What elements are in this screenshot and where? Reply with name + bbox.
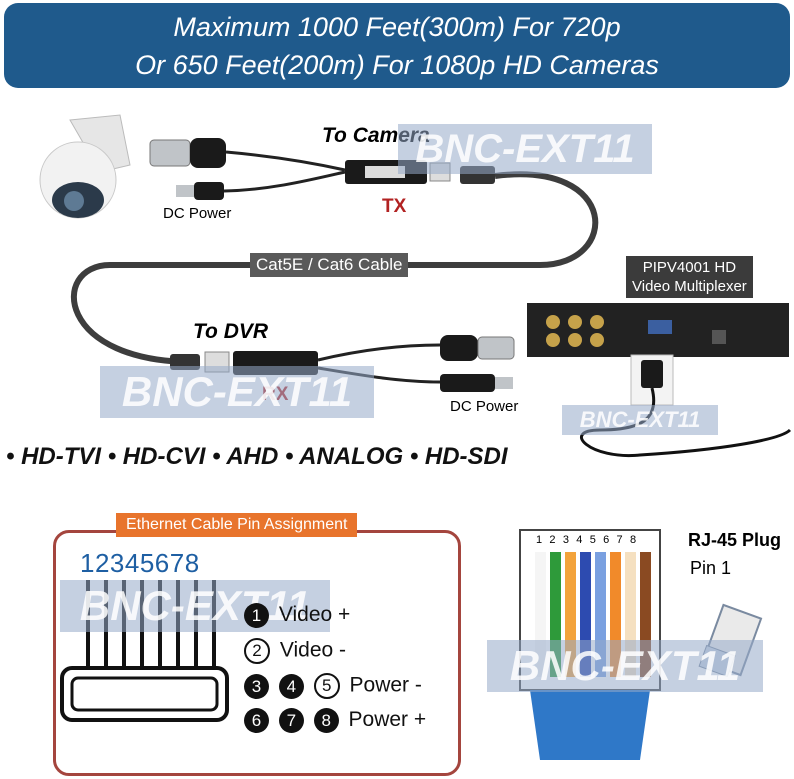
dc-power-top-label: DC Power [163,205,232,222]
dc-power-bottom-label: DC Power [450,398,519,415]
pin-circle: 6 [244,708,269,733]
pin-row-label: Power + [348,708,427,732]
multiplexer-label: PIPV4001 HD Video Multiplexer [626,256,753,298]
tx-label: TX [382,196,407,217]
pin-circle: 8 [313,708,339,733]
multiplexer-label-line-1: PIPV4001 HD [642,259,737,276]
watermark-3: BNC-EXT11 [562,405,718,435]
pin-circle: 3 [244,673,269,699]
pin-numbers: 12345678 [80,548,200,578]
banner-line-1: Maximum 1000 Feet(300m) For 720p [173,12,621,42]
pin-circle: 7 [278,708,304,733]
title-banner: Maximum 1000 Feet(300m) For 720p Or 650 … [4,3,790,88]
pin-row-video-plus: 1 Video + [244,603,350,628]
supported-formats: • HD-TVI • HD-CVI • AHD • ANALOG • HD-SD… [6,443,508,470]
bnc-connector-top-icon [149,138,346,172]
banner-line-2: Or 650 Feet(200m) For 1080p HD Cameras [135,50,659,80]
pin-row-video-minus: 2 Video - [244,638,346,664]
rj45-pin1-label: Pin 1 [690,558,732,578]
pin-circle: 4 [278,673,304,699]
ptz-camera-icon [39,114,131,219]
dc-plug-bottom-icon [440,374,513,392]
video-multiplexer-icon [527,303,792,458]
pin-row-label: Video + [278,603,351,627]
multiplexer-label-line-2: Video Multiplexer [632,278,747,295]
bnc-connector-bottom-icon [440,335,515,361]
pin-row-label: Power - [349,673,422,697]
pin-row-label: Video - [279,638,347,662]
pin-row-power-minus: 3 4 5 Power - [244,673,422,699]
watermark-5: BNC-EXT11 [487,640,763,692]
pin-circle: 1 [244,603,269,628]
pin-circle: 5 [313,673,340,699]
watermark-4: BNC-EXT11 [60,580,330,632]
watermark-1: BNC-EXT11 [398,124,652,174]
dc-plug-top-icon [176,170,346,200]
rj45-pin-numbers: 12345678 [536,534,644,546]
rj45-title: RJ-45 Plug [688,530,782,550]
watermark-2: BNC-EXT11 [100,366,374,418]
cable-label: Cat5E / Cat6 Cable [250,253,409,277]
pin-assignment-title: Ethernet Cable Pin Assignment [116,513,358,537]
to-dvr-label: To DVR [193,320,269,343]
pin-circle: 2 [244,638,270,664]
pin-row-power-plus: 6 7 8 Power + [244,708,426,733]
